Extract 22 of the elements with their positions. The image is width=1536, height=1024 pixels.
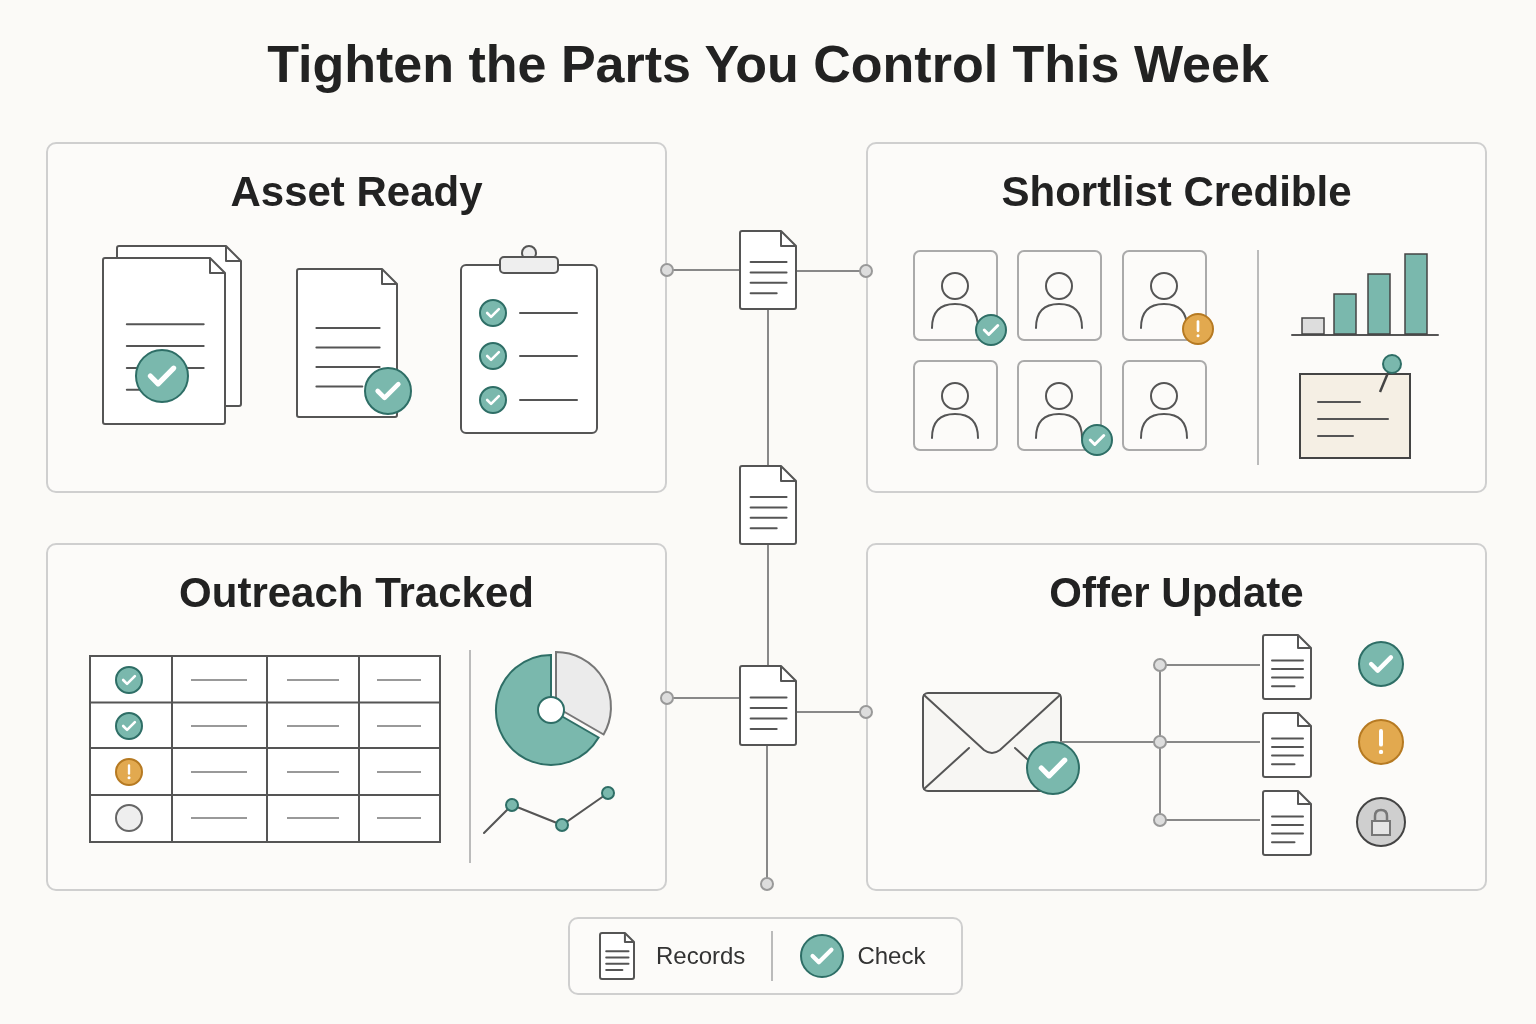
panel-title: Shortlist Credible: [1001, 168, 1352, 216]
legend-label: Records: [656, 942, 746, 970]
connector-line: [660, 691, 740, 705]
document-icon: [739, 230, 797, 310]
document-icon: [1262, 712, 1312, 778]
connector-line: [767, 544, 769, 666]
panel-title: Offer Update: [1049, 569, 1304, 617]
document-icon: [1262, 790, 1312, 856]
document-icon: [1262, 634, 1312, 700]
panel-title: Asset Ready: [230, 168, 483, 216]
panel-card: [866, 543, 1487, 891]
connector-line: [767, 309, 769, 466]
document-icon: [739, 465, 797, 545]
envelope-icon: [922, 692, 1062, 792]
connector-line: [760, 745, 774, 891]
diagram-title: Tighten the Parts You Control This Week: [266, 34, 1270, 94]
document-icon: [739, 665, 797, 746]
connector-line: [796, 264, 873, 278]
panel-title: Outreach Tracked: [179, 569, 534, 617]
legend-label: Check: [857, 942, 926, 970]
connector-line: [796, 705, 873, 719]
connector-line: [660, 263, 740, 277]
